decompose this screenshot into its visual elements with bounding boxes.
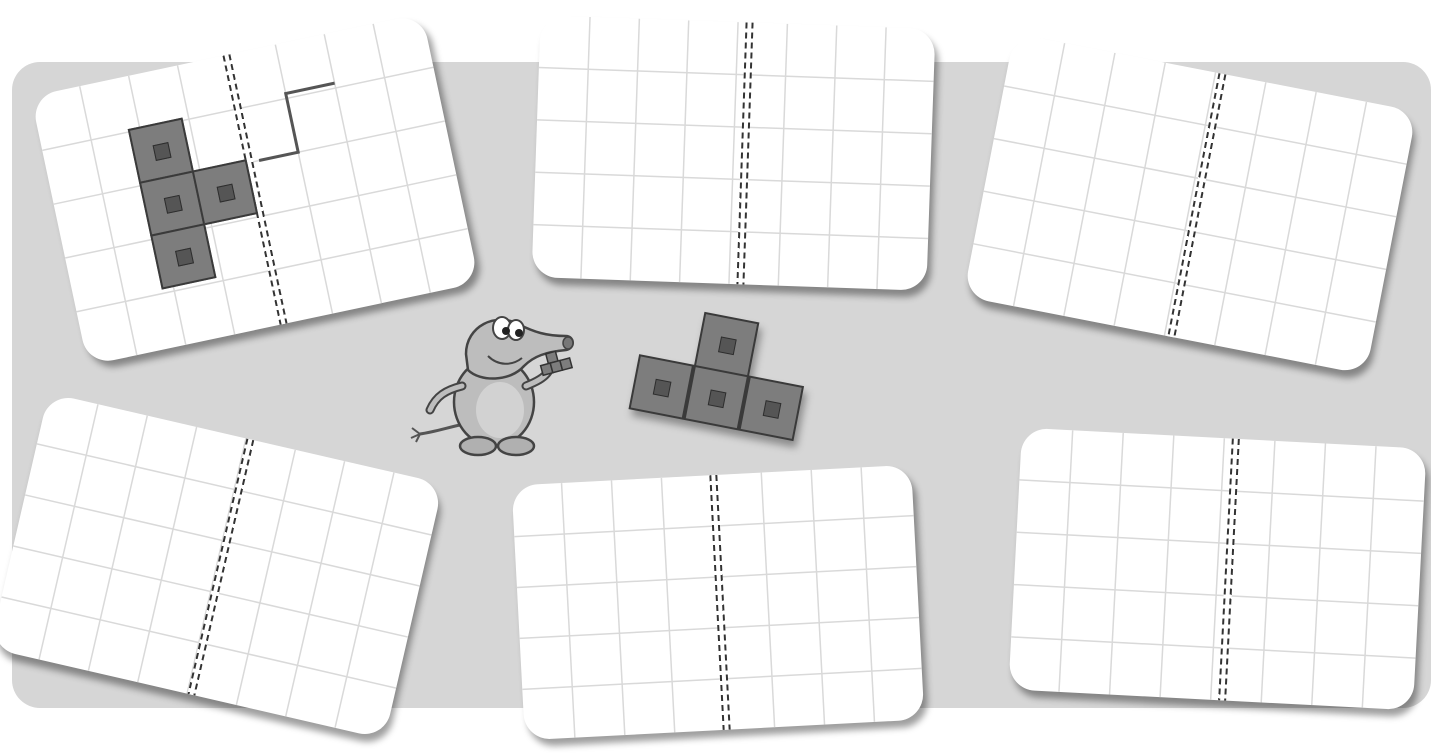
grid-lines <box>532 15 936 291</box>
grid-column-line <box>562 483 575 738</box>
grid-column-line <box>729 22 738 284</box>
grid-column-line <box>1014 43 1065 306</box>
grid-column-line <box>611 480 624 735</box>
grid-column-line <box>680 20 689 282</box>
grid-column-line <box>1215 82 1266 345</box>
piece-tile <box>192 159 258 225</box>
grid-column-line <box>761 473 774 728</box>
grid-card-6[interactable] <box>1008 428 1426 711</box>
grid-column-line <box>335 473 394 728</box>
grid-column-line <box>1261 441 1275 703</box>
piece-tile <box>150 223 216 289</box>
grid-column-line <box>138 427 197 682</box>
grid-column-line <box>236 450 295 705</box>
grid-column-line <box>286 461 345 716</box>
grid-column-line <box>1312 443 1326 705</box>
grid-column-line <box>581 17 590 279</box>
grid-column-line <box>1164 72 1215 335</box>
grid-column-line <box>778 24 787 286</box>
grid-column-line <box>1059 430 1073 692</box>
grid-column-line <box>88 416 147 671</box>
grid-card-5[interactable] <box>512 465 925 741</box>
grid-column-line <box>1160 436 1174 698</box>
grid-column-line <box>1362 446 1376 708</box>
grid-column-line <box>1315 102 1366 365</box>
grid-column-line <box>1265 92 1316 355</box>
grid-column-line <box>1114 63 1165 326</box>
grid-column-line <box>1064 53 1115 316</box>
grid-card-2[interactable] <box>532 15 936 291</box>
grid-column-line <box>630 19 639 281</box>
grid-column-line <box>39 404 98 659</box>
piece-tile <box>738 375 804 441</box>
grid-column-line <box>877 27 886 289</box>
grid-lines <box>1008 428 1426 711</box>
grid-column-line <box>828 26 837 288</box>
mole-mascot-icon <box>406 306 582 464</box>
grid-column-line <box>661 478 674 733</box>
grid-column-line <box>811 470 824 725</box>
grid-column-line <box>1110 433 1124 695</box>
grid-column-line <box>861 467 874 722</box>
